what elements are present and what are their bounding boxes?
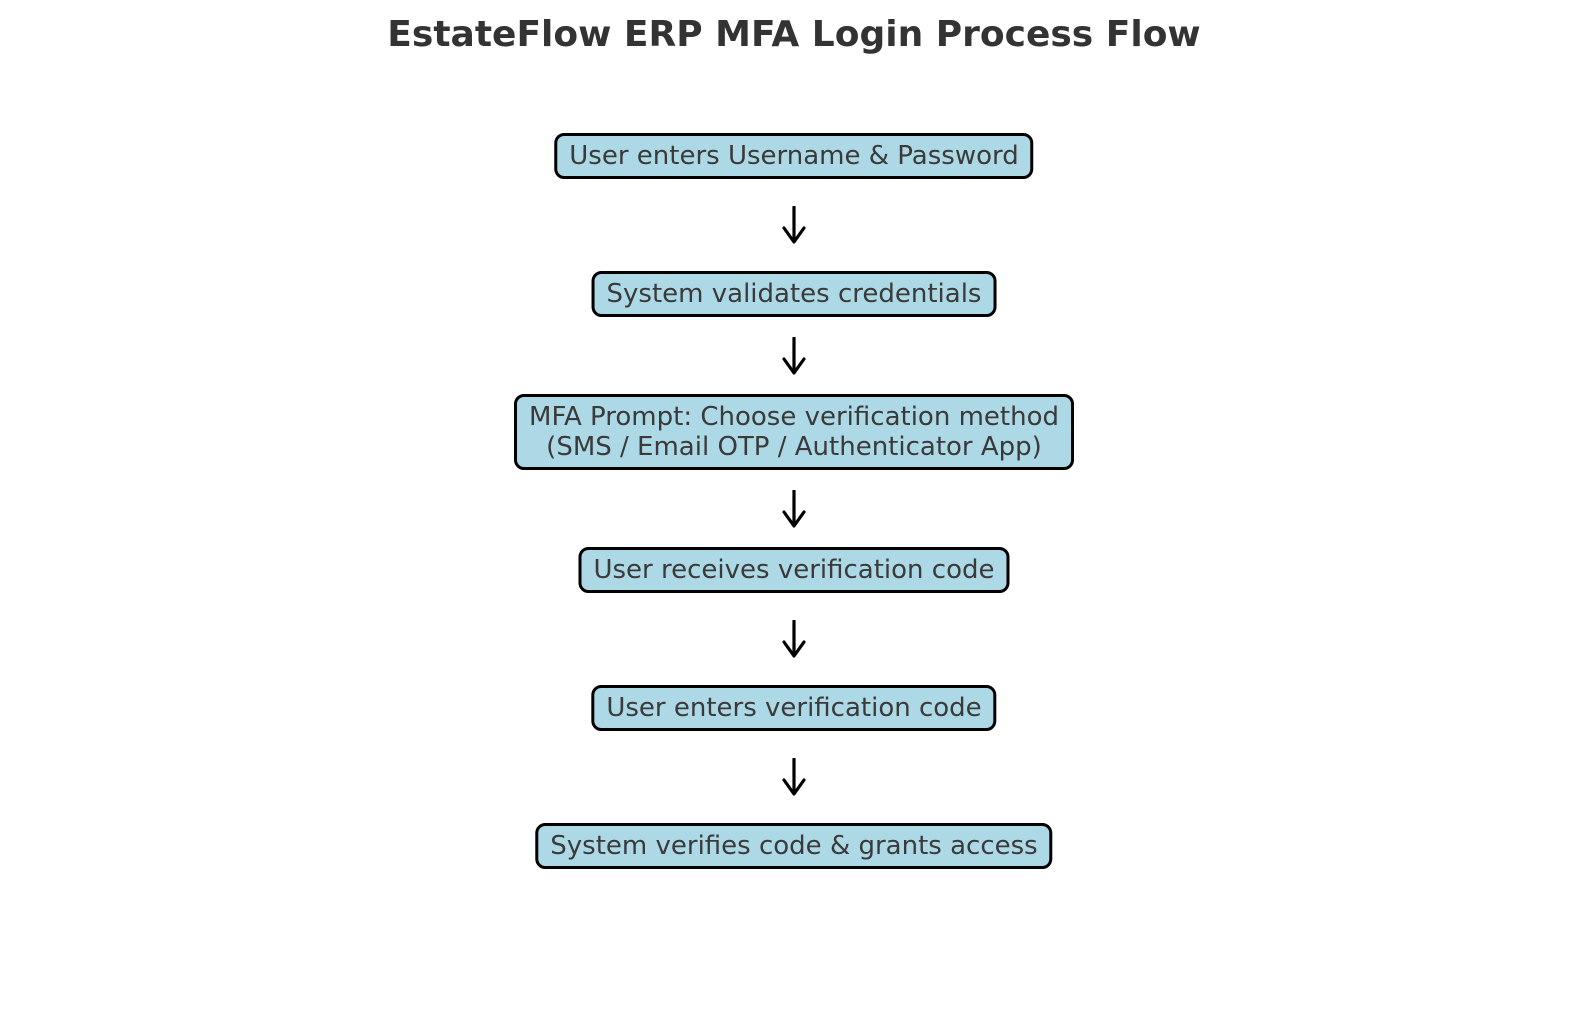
diagram-title: EstateFlow ERP MFA Login Process Flow — [387, 14, 1201, 55]
flow-step-receive-code: User receives verification code — [578, 547, 1010, 593]
flow-step-grant-access: System verifies code & grants access — [535, 823, 1053, 869]
down-arrow-icon — [782, 620, 806, 658]
step-label: System verifies code & grants access — [550, 831, 1038, 861]
flow-step-enter-credentials: User enters Username & Password — [554, 133, 1034, 179]
step-label: MFA Prompt: Choose verification method — [529, 402, 1059, 432]
flow-step-enter-code: User enters verification code — [591, 685, 997, 731]
step-label: User enters Username & Password — [569, 141, 1019, 171]
flow-step-mfa-prompt: MFA Prompt: Choose verification method (… — [514, 394, 1074, 470]
down-arrow-icon — [782, 490, 806, 528]
step-label: User enters verification code — [606, 693, 982, 723]
step-label: System validates credentials — [606, 279, 982, 309]
down-arrow-icon — [782, 337, 806, 375]
flow-step-validate-credentials: System validates credentials — [591, 271, 997, 317]
step-label: (SMS / Email OTP / Authenticator App) — [546, 432, 1042, 462]
down-arrow-icon — [782, 206, 806, 244]
down-arrow-icon — [782, 758, 806, 796]
step-label: User receives verification code — [593, 555, 995, 585]
